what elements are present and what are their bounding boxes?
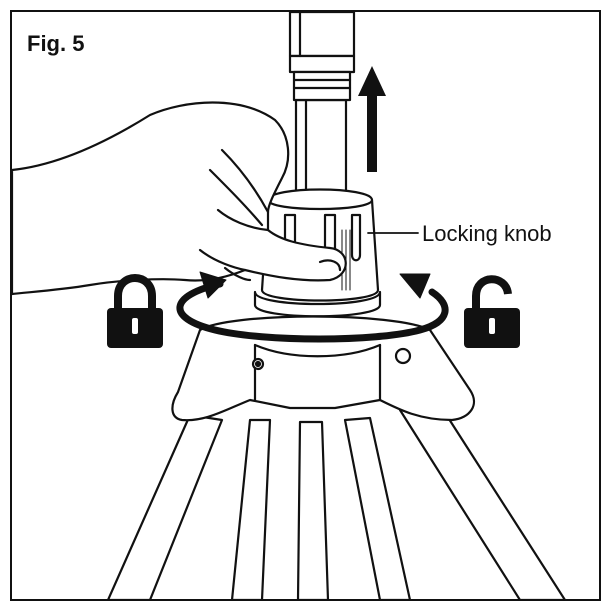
hub-screw-right [394,347,412,365]
lock-open-icon [464,275,520,348]
locking-knob-callout: Locking knob [422,221,552,246]
lock-closed-icon [107,274,163,348]
tripod-hub [171,315,476,422]
figure-label: Fig. 5 [27,31,85,56]
rotation-arrows-icon [176,271,449,343]
knob-collar [253,290,382,318]
center-column [288,12,356,202]
arrow-up-icon [358,66,386,172]
tripod-legs [107,403,566,599]
hand-illustration [12,101,347,296]
